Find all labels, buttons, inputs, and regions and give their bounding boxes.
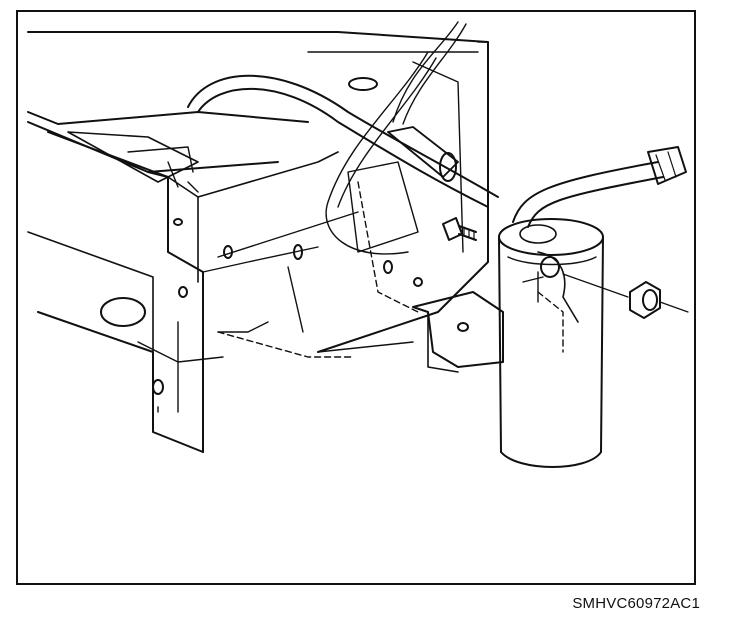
illustration-frame — [16, 10, 696, 585]
rail-hole — [152, 379, 164, 395]
body-panel — [27, 31, 489, 353]
rail-hole — [173, 218, 183, 226]
wire-harness — [325, 21, 467, 255]
rail-large-hole — [100, 297, 146, 327]
line-drawing — [27, 21, 689, 468]
drier-mounting-strap — [412, 251, 579, 373]
frame-rail — [27, 111, 423, 453]
lower-panel — [157, 181, 419, 413]
rail-hole — [178, 286, 188, 298]
strap-stud-eye — [540, 256, 560, 278]
rail-hole — [413, 277, 423, 287]
hose-ferrule — [387, 126, 459, 178]
tube-fitting-nut — [647, 146, 687, 185]
drier-top — [498, 218, 604, 256]
receiver-drier — [498, 218, 604, 468]
panel-hole — [348, 77, 378, 91]
outlet-tube — [512, 146, 687, 228]
figure-code: SMHVC60972AC1 — [572, 595, 700, 612]
mounting-nut — [562, 273, 689, 319]
strap-hole — [457, 322, 469, 332]
mounting-bolt — [442, 217, 477, 241]
rail-hole — [293, 244, 303, 260]
rail-bracket — [67, 131, 199, 193]
rail-hole — [223, 245, 233, 259]
drier-bottom — [500, 451, 602, 468]
rail-hole — [383, 260, 393, 274]
hose-fitting — [439, 152, 457, 182]
refrigerant-hose — [187, 74, 499, 208]
